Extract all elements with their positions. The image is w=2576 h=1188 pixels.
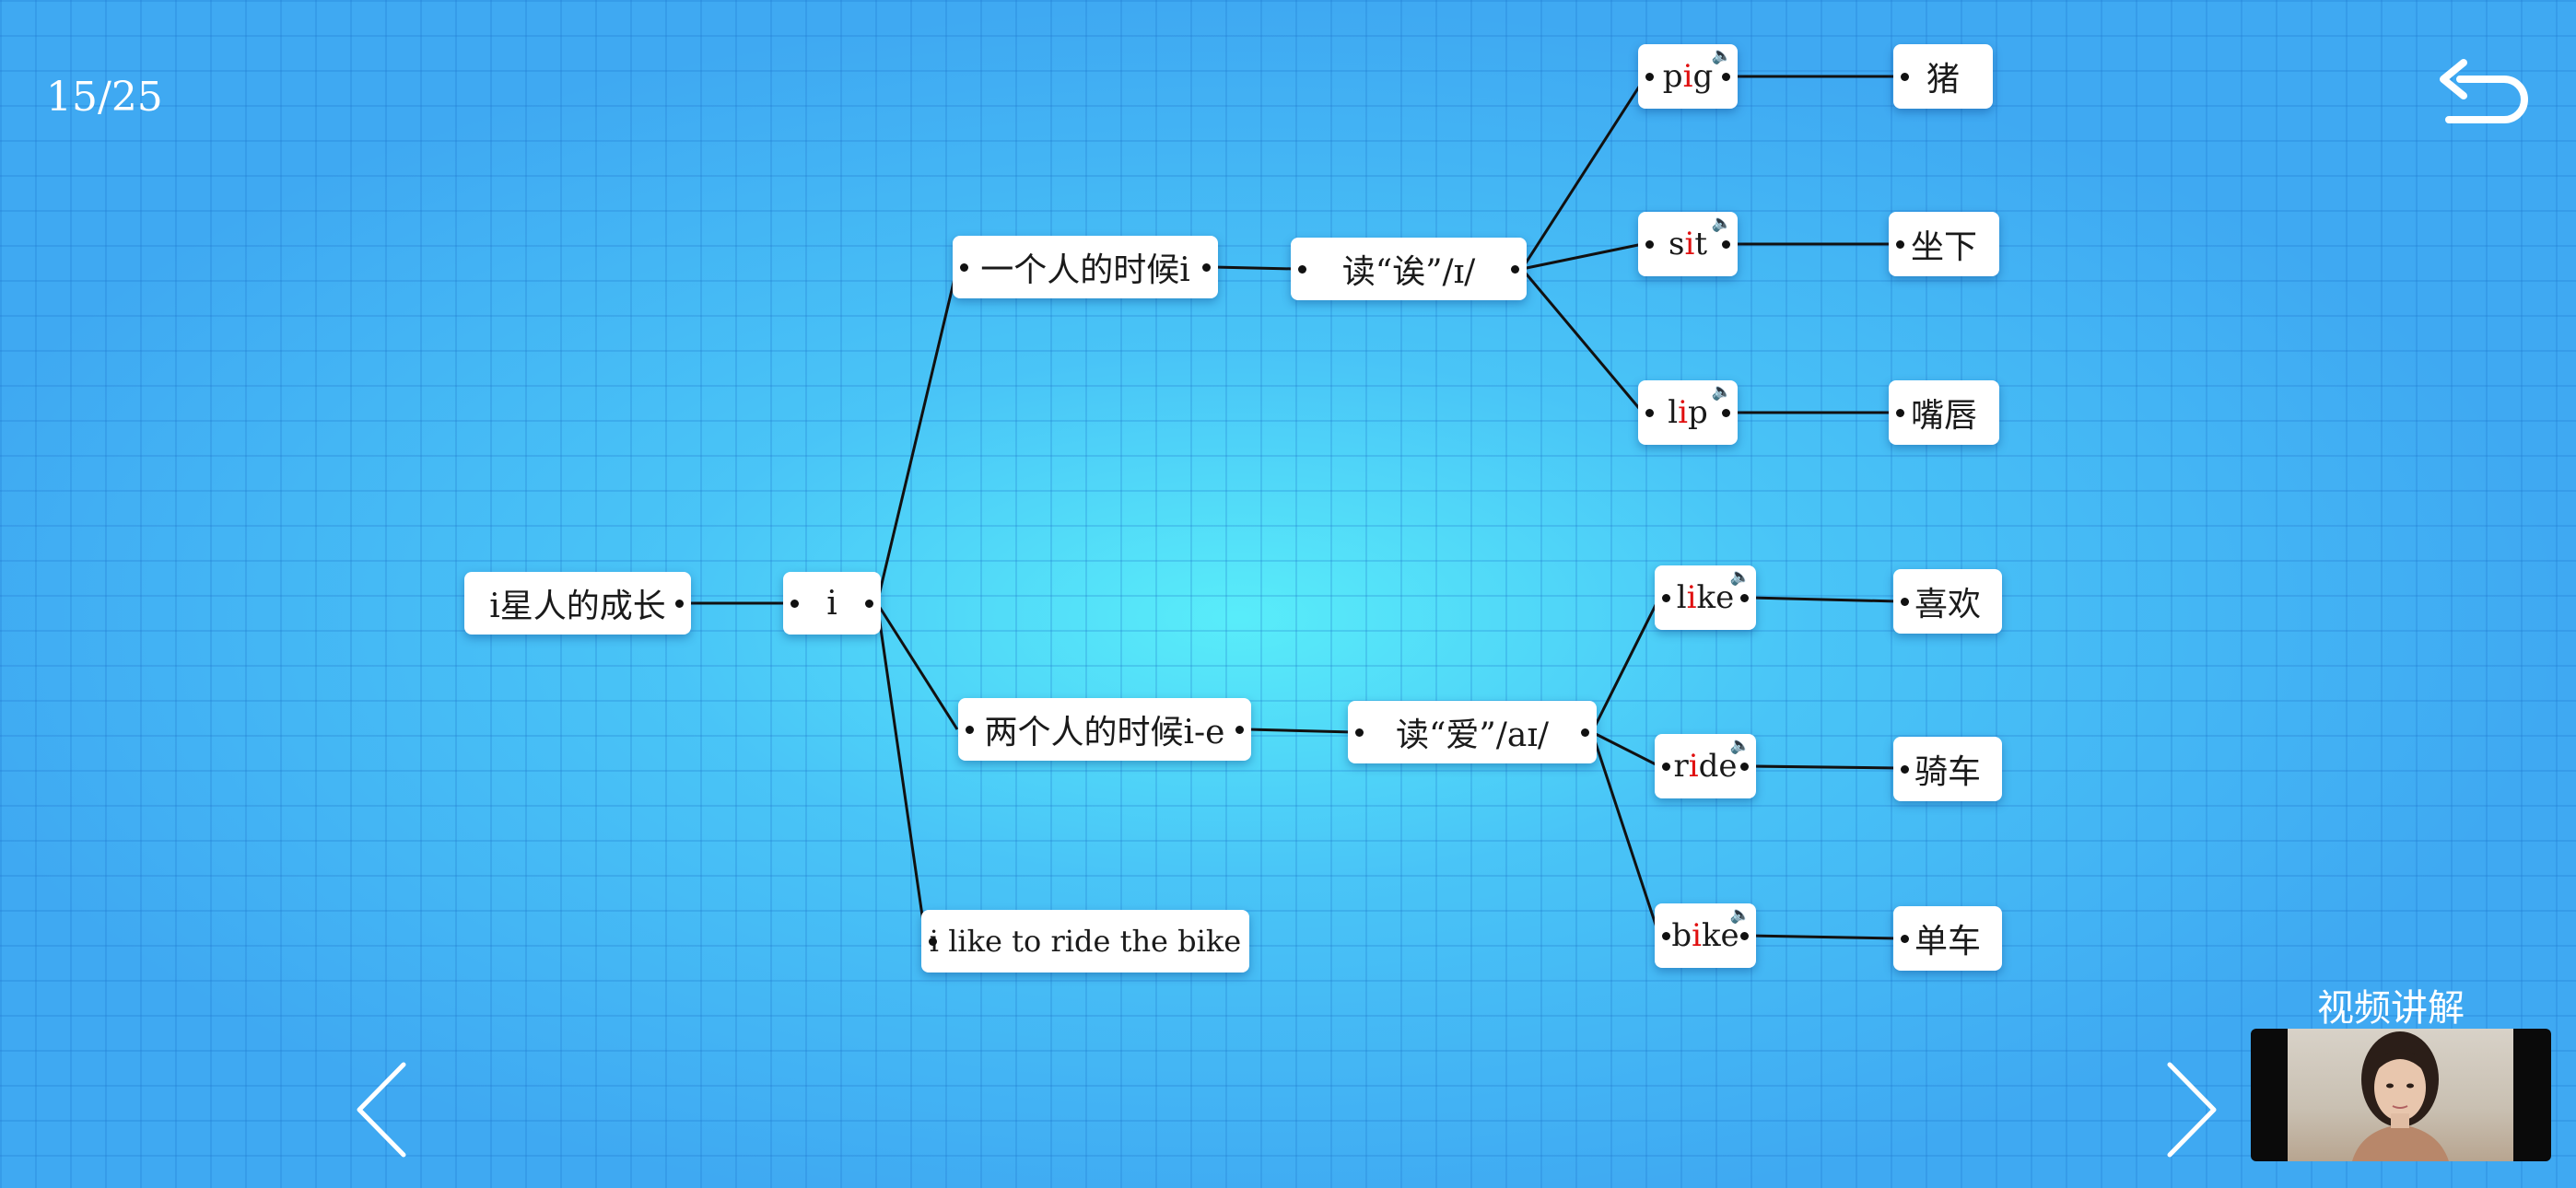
connector-dot — [1740, 762, 1749, 771]
root-label: i星人的成长 — [489, 588, 666, 625]
word-text: pig — [1662, 58, 1714, 95]
meaning-node[interactable]: 坐下 — [1889, 212, 1999, 276]
connector-dot — [1901, 764, 1909, 774]
speaker-icon[interactable]: 🔈 — [1729, 905, 1751, 925]
connector-dot — [1722, 72, 1730, 81]
connector-dot — [1740, 931, 1749, 940]
meaning-label: 猪 — [1926, 61, 1960, 99]
connector-dot — [1901, 934, 1909, 943]
video-player[interactable] — [2251, 1029, 2551, 1161]
word-node-lip[interactable]: lip 🔈 — [1638, 380, 1738, 445]
connector-dot — [1662, 593, 1670, 602]
word-node-ride[interactable]: ride 🔈 — [1655, 734, 1756, 798]
chevron-right-icon[interactable] — [2159, 1059, 2223, 1160]
chevron-left-icon[interactable] — [350, 1059, 415, 1160]
connector-dot — [1235, 725, 1244, 734]
speaker-icon[interactable]: 🔈 — [1711, 214, 1732, 233]
word-node-like[interactable]: like 🔈 — [1655, 565, 1756, 630]
connector-dot — [1645, 408, 1654, 417]
connector-dot — [1896, 239, 1904, 249]
sentence-label: i like to ride the bike — [929, 924, 1242, 959]
connector-dot — [865, 599, 873, 608]
connector-dot — [1896, 408, 1904, 417]
connector-dot — [1298, 264, 1306, 274]
connector-dot — [1722, 239, 1730, 249]
meaning-node[interactable]: 单车 — [1893, 906, 2002, 971]
connector-dot — [1202, 262, 1211, 272]
word-node-pig[interactable]: pig 🔈 — [1638, 44, 1738, 109]
reading-short-label: 读“诶”/ɪ/ — [1341, 253, 1476, 291]
center-node-i[interactable]: i — [783, 572, 881, 635]
branch-double-label: 两个人的时候i-e — [984, 714, 1225, 751]
branch-single-node[interactable]: 一个人的时候i — [953, 236, 1218, 298]
connector-dot — [675, 599, 684, 608]
connector-dot — [1581, 728, 1589, 737]
word-node-sit[interactable]: sit 🔈 — [1638, 212, 1738, 276]
speaker-icon[interactable]: 🔈 — [1711, 46, 1732, 65]
video-label: 视频讲解 — [2317, 987, 2465, 1030]
meaning-label: 坐下 — [1910, 228, 1977, 266]
connector-dot — [966, 725, 974, 734]
meaning-node[interactable]: 猪 — [1893, 44, 1993, 109]
speaker-icon[interactable]: 🔈 — [1729, 567, 1751, 587]
connector-dot — [1645, 239, 1654, 249]
connector-dot — [1662, 931, 1670, 940]
connector-dot — [1511, 264, 1519, 274]
branch-single-label: 一个人的时候i — [980, 251, 1190, 289]
word-text: bike — [1671, 917, 1739, 954]
speaker-icon[interactable]: 🔈 — [1729, 736, 1751, 755]
reading-short-node[interactable]: 读“诶”/ɪ/ — [1291, 238, 1527, 300]
connector-dot — [1740, 593, 1749, 602]
connector-dot — [790, 599, 799, 608]
meaning-node[interactable]: 喜欢 — [1893, 569, 2002, 634]
word-text: sit — [1669, 226, 1707, 262]
meaning-label: 喜欢 — [1914, 586, 1981, 623]
word-text: like — [1676, 579, 1735, 616]
connector-dot — [1901, 597, 1909, 606]
connector-dot — [1901, 72, 1909, 81]
page-counter: 15/25 — [46, 74, 163, 121]
sentence-node[interactable]: i like to ride the bike — [921, 910, 1249, 973]
back-arrow-icon[interactable] — [2432, 53, 2534, 136]
speaker-icon[interactable]: 🔈 — [1711, 382, 1732, 402]
meaning-node[interactable]: 嘴唇 — [1889, 380, 1999, 445]
presenter-image — [2352, 1031, 2449, 1161]
video-frame — [2288, 1029, 2513, 1161]
connector-dot — [960, 262, 968, 272]
center-label: i — [826, 584, 837, 623]
meaning-label: 骑车 — [1914, 753, 1981, 791]
reading-long-label: 读“爱”/aɪ/ — [1395, 716, 1550, 754]
connector-dot — [1355, 728, 1364, 737]
word-text: ride — [1673, 748, 1738, 785]
meaning-label: 嘴唇 — [1910, 397, 1977, 435]
meaning-label: 单车 — [1914, 923, 1981, 961]
meaning-node[interactable]: 骑车 — [1893, 737, 2002, 801]
root-node[interactable]: i星人的成长 — [464, 572, 691, 635]
branch-double-node[interactable]: 两个人的时候i-e — [958, 698, 1251, 761]
connector-dot — [1645, 72, 1654, 81]
reading-long-node[interactable]: 读“爱”/aɪ/ — [1348, 701, 1597, 763]
connector-dot — [929, 937, 937, 946]
word-text: lip — [1668, 394, 1708, 431]
connector-dot — [1662, 762, 1670, 771]
word-node-bike[interactable]: bike 🔈 — [1655, 903, 1756, 968]
connector-dot — [1722, 408, 1730, 417]
